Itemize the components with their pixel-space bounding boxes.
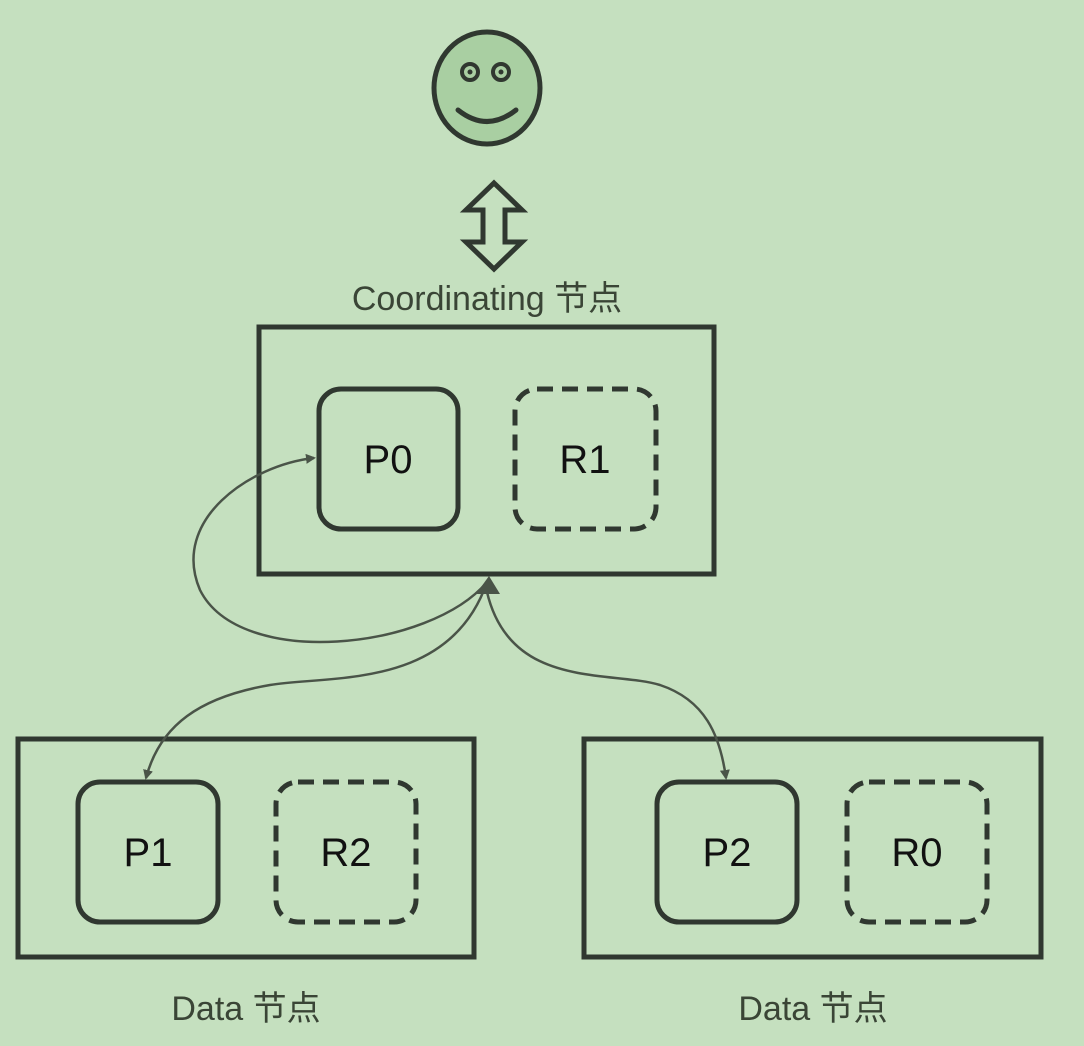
connector-to-p0 xyxy=(192,453,488,644)
double-vertical-arrow-icon xyxy=(459,179,529,273)
connector-arrowhead-coordinating xyxy=(476,576,500,594)
data-node-right-label: Data 节点 xyxy=(738,990,887,1028)
coordinating-node-label: Coordinating 节点 xyxy=(352,280,622,318)
data-node-left: P1 R2 xyxy=(15,736,477,960)
shard-p0-label: P0 xyxy=(364,438,413,482)
shard-r0-label: R0 xyxy=(891,831,942,875)
shard-r1: R1 xyxy=(512,386,659,532)
shard-p1-label: P1 xyxy=(124,831,173,875)
data-node-left-label: Data 节点 xyxy=(171,990,320,1028)
smiley-face-icon xyxy=(431,29,543,147)
shard-r2-label: R2 xyxy=(320,831,371,875)
shard-r1-label: R1 xyxy=(559,438,610,482)
shard-r2: R2 xyxy=(273,779,419,925)
data-node-right: P2 R0 xyxy=(581,736,1044,960)
shard-p2-label: P2 xyxy=(703,831,752,875)
connector-to-p2 xyxy=(485,591,730,780)
shard-r0: R0 xyxy=(844,779,990,925)
coordinating-node: P0 R1 xyxy=(256,324,717,577)
shard-p0: P0 xyxy=(316,386,461,532)
shard-p2: P2 xyxy=(654,779,800,925)
connector-to-p1 xyxy=(143,581,489,780)
shard-p1: P1 xyxy=(75,779,221,925)
request-connectors xyxy=(143,453,730,780)
